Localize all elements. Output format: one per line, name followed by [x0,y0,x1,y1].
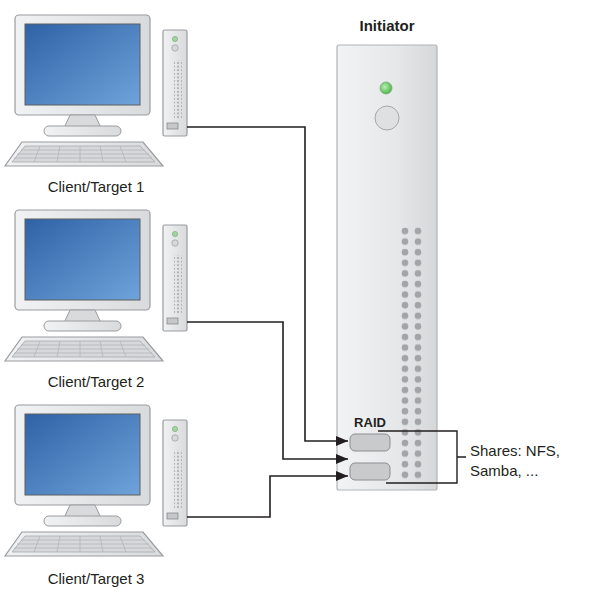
device-node: Client/Target 2 [5,207,187,391]
node-label: RAID [354,414,386,431]
node-label: Initiator [360,16,415,35]
node-label: Client/Target 2 [48,372,145,391]
client-computer [5,405,187,556]
device-node: InitiatorRAID [337,16,437,490]
client-computer [5,210,187,361]
node-label: Client/Target 3 [48,569,145,588]
server-case [337,45,437,490]
cable-connector [187,127,348,441]
cable-connector [187,476,348,517]
power-led [380,82,392,94]
shares-label: Shares: NFS, Samba, ... [470,441,595,481]
raid-node: RAID [348,414,392,484]
shares-bracket [378,431,466,483]
device-node: Client/Target 3 [5,402,187,588]
node-label: Client/Target 1 [48,177,145,196]
drive-slot [350,434,390,451]
device-node: Client/Target 1 [5,12,187,196]
cable-connector [187,322,348,459]
power-button [375,106,399,130]
vent-dots [400,226,428,480]
drive-slot [350,463,390,480]
client-computer [5,15,187,166]
